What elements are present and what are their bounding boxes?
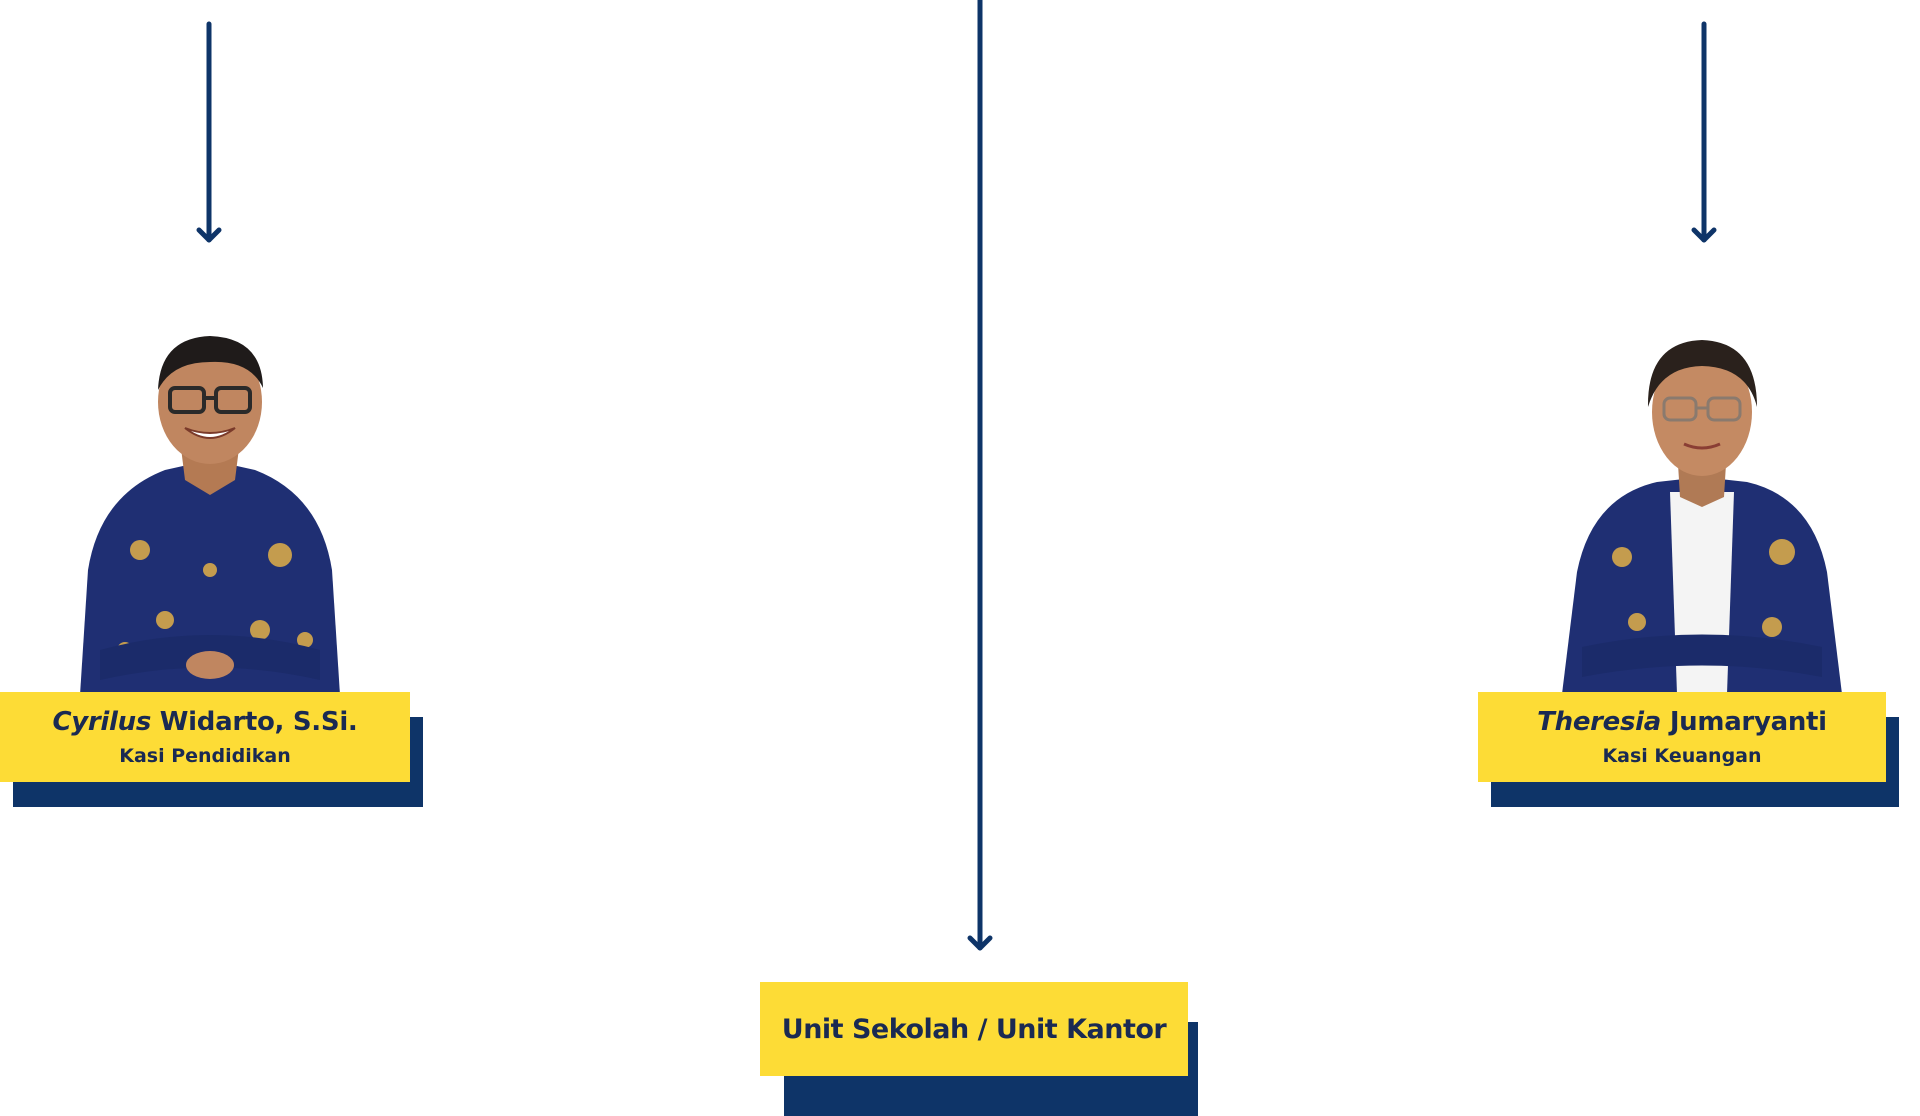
person-rest-name: Jumaryanti — [1669, 707, 1827, 737]
arrow-to-theresia — [1691, 21, 1717, 243]
arrow-to-unit — [967, 0, 993, 951]
person-role: Kasi Pendidikan — [119, 745, 291, 767]
unit-label: Unit Sekolah / Unit Kantor — [781, 1013, 1167, 1045]
batik-shirt-shape — [80, 460, 340, 695]
person-first-name: Cyrilus — [52, 707, 152, 737]
person-first-name: Theresia — [1537, 707, 1662, 737]
org-chart-connectors — [196, 0, 1717, 951]
unit-card: Unit Sekolah / Unit Kantor — [760, 982, 1198, 1116]
card-face: Cyrilus Widarto, S.Si. Kasi Pendidikan — [0, 692, 410, 782]
person-photo-theresia — [1552, 322, 1852, 694]
person-name: Cyrilus Widarto, S.Si. — [52, 707, 357, 737]
person-photo-cyrilus — [70, 320, 350, 695]
person-role: Kasi Keuangan — [1602, 745, 1762, 767]
person-rest-name: Widarto, S.Si. — [159, 707, 358, 737]
card-face: Theresia Jumaryanti Kasi Keuangan — [1478, 692, 1886, 782]
person-card-theresia: Theresia Jumaryanti Kasi Keuangan — [1478, 692, 1899, 807]
person-name: Theresia Jumaryanti — [1537, 707, 1827, 737]
card-face: Unit Sekolah / Unit Kantor — [760, 982, 1188, 1076]
person-card-cyrilus: Cyrilus Widarto, S.Si. Kasi Pendidikan — [0, 692, 423, 807]
arrow-to-cyrilus — [196, 21, 222, 243]
